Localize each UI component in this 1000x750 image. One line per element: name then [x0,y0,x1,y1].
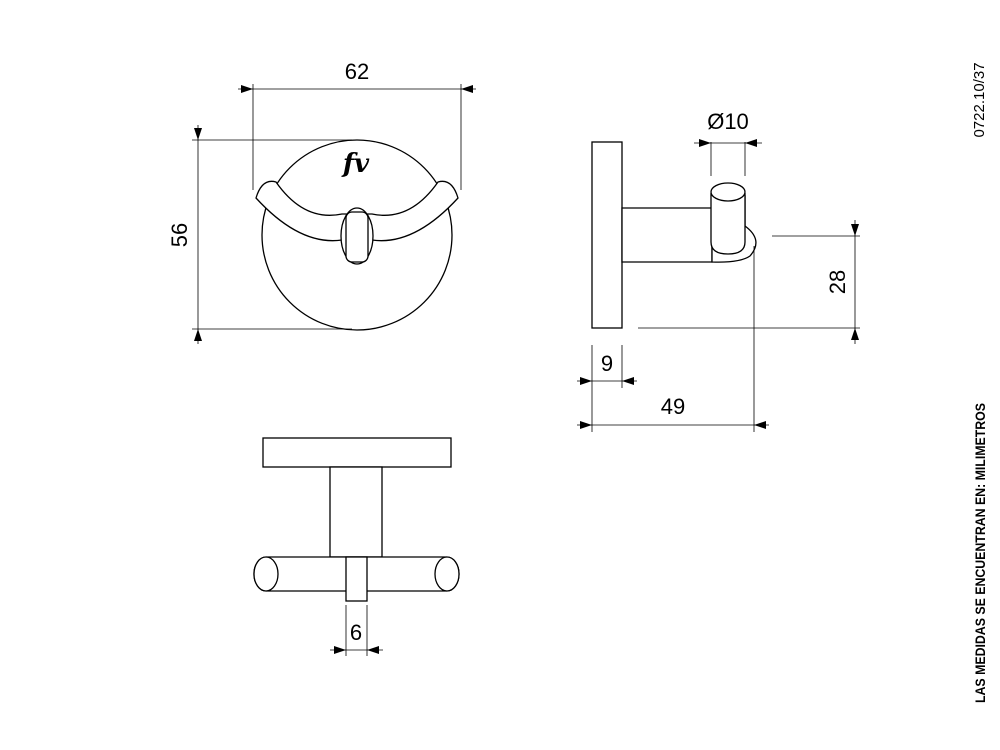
top-bar-end-left [253,556,279,592]
drawing-code: 0722.10/37 [971,62,988,137]
units-note: LAS MEDIDAS SE ENCUENTRAN EN: MILIMETROS [972,403,988,703]
front-stem-core [345,211,369,263]
dim-projection: 49 [661,394,685,419]
side-pin [710,193,746,255]
top-pin [345,556,368,602]
dim-front-width: 62 [345,59,369,84]
top-stem-block [329,466,383,558]
top-wall-plate [262,437,452,468]
front-view: fv 62 56 [167,59,476,344]
side-pin-top [710,182,746,202]
dim-offset: 28 [825,270,850,294]
dim-base-thickness: 9 [601,351,613,376]
side-wall-plate [591,141,623,329]
top-view: 6 [253,437,460,656]
side-arm [621,207,713,263]
side-view: Ø10 28 9 49 [577,109,860,432]
fv-logo: fv [341,149,370,179]
dim-diameter: Ø10 [707,109,749,134]
top-bar-end-right [434,556,460,592]
dim-stem-width: 6 [350,620,362,645]
dim-front-height: 56 [167,223,192,247]
